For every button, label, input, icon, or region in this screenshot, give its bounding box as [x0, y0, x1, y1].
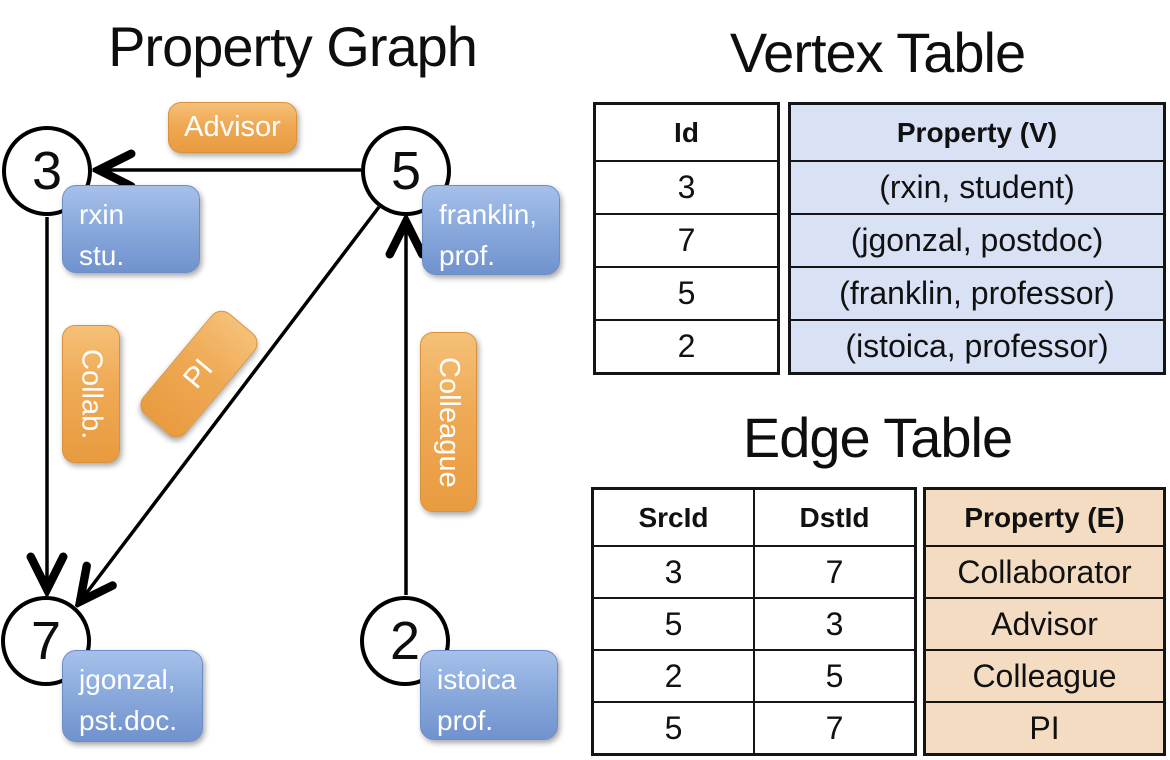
edge-table-src-cell: 5 — [664, 605, 683, 642]
vertex-table-property-row: (franklin, professor) — [791, 266, 1163, 319]
edge-5-to-7 — [82, 205, 381, 599]
edge-table-dst-cell: 5 — [753, 651, 914, 701]
edge-table-property-row: PI — [926, 701, 1163, 753]
edge-label-colleague-text: Colleague — [433, 356, 465, 488]
edge-table-id-row: 2 5 — [594, 649, 914, 701]
edge-table-property-column: Property (E) Collaborator Advisor Collea… — [923, 487, 1166, 756]
vertex-prop-franklin: franklin, prof. — [422, 185, 560, 275]
vertex-prop-jgonzal-line2: pst.doc. — [79, 705, 178, 737]
property-graph-panel: Property Graph Advisor Collab. PI Collea… — [0, 0, 585, 760]
edge-table-src-cell: 3 — [664, 553, 683, 590]
edge-table-src-cell: 5 — [664, 709, 683, 746]
edge-label-advisor-text: Advisor — [184, 111, 281, 143]
vertex-table-id-row: 2 — [596, 319, 777, 372]
vertex-table-id-column: Id 3 7 5 2 — [593, 102, 780, 375]
vertex-prop-istoica: istoica prof. — [420, 650, 558, 740]
edge-table-id-columns: SrcId DstId 3 7 5 3 2 5 5 7 — [591, 487, 917, 756]
edge-label-colleague: Colleague — [420, 332, 477, 512]
vertex-node-2-id: 2 — [389, 611, 421, 671]
vertex-table-property-row: (rxin, student) — [791, 160, 1163, 213]
vertex-prop-rxin: rxin stu. — [62, 185, 200, 273]
edge-table-dst-cell: 3 — [753, 599, 914, 649]
edge-label-advisor: Advisor — [168, 102, 297, 153]
vertex-prop-franklin-line1: franklin, — [439, 199, 538, 230]
vertex-node-5: 5 — [361, 126, 451, 216]
vertex-node-2: 2 — [360, 596, 450, 686]
edge-label-collab-text: Collab. — [75, 348, 108, 440]
edge-table-dst-cell: 7 — [753, 703, 914, 753]
edge-table-property-header: Property (E) — [926, 490, 1163, 545]
vertex-prop-jgonzal-line1: jgonzal, — [79, 664, 176, 695]
edge-table-dstid-header: DstId — [753, 490, 914, 545]
vertex-table-id-row: 5 — [596, 266, 777, 319]
vertex-table-property-column: Property (V) (rxin, student) (jgonzal, p… — [788, 102, 1166, 375]
vertex-table-property-row: (istoica, professor) — [791, 319, 1163, 372]
edge-table-header-row: SrcId DstId — [594, 490, 914, 545]
edge-table-title: Edge Table — [742, 406, 1013, 469]
graph-edges-canvas — [0, 0, 585, 760]
vertex-node-5-id: 5 — [390, 141, 422, 201]
vertex-table-property-header: Property (V) — [791, 105, 1163, 160]
vertex-table-id-row: 3 — [596, 160, 777, 213]
vertex-prop-istoica-line2: prof. — [437, 705, 494, 737]
edge-table-id-row: 3 7 — [594, 545, 914, 597]
vertex-prop-rxin-line2: stu. — [79, 240, 125, 272]
edge-table-src-cell: 2 — [664, 657, 683, 694]
vertex-table-property-row: (jgonzal, postdoc) — [791, 213, 1163, 266]
edge-label-collab: Collab. — [62, 325, 120, 463]
edge-table-property-row: Colleague — [926, 649, 1163, 701]
vertex-prop-rxin-line1: rxin — [79, 199, 125, 230]
vertex-node-3-id: 3 — [31, 141, 63, 201]
edge-table-srcid-header: SrcId — [638, 501, 709, 533]
edge-table-id-row: 5 3 — [594, 597, 914, 649]
vertex-prop-istoica-line1: istoica — [437, 664, 517, 695]
vertex-table-id-header: Id — [674, 116, 699, 148]
property-graph-title: Property Graph — [108, 15, 478, 78]
vertex-prop-jgonzal: jgonzal, pst.doc. — [62, 650, 203, 742]
edge-table-property-row: Advisor — [926, 597, 1163, 649]
vertex-table-title: Vertex Table — [729, 21, 1026, 84]
vertex-prop-franklin-line2: prof. — [439, 240, 496, 272]
vertex-table-id-row: 7 — [596, 213, 777, 266]
edge-table-id-row: 5 7 — [594, 701, 914, 753]
vertex-node-7-id: 7 — [30, 611, 62, 671]
edge-table-property-row: Collaborator — [926, 545, 1163, 597]
edge-table-dst-cell: 7 — [753, 547, 914, 597]
